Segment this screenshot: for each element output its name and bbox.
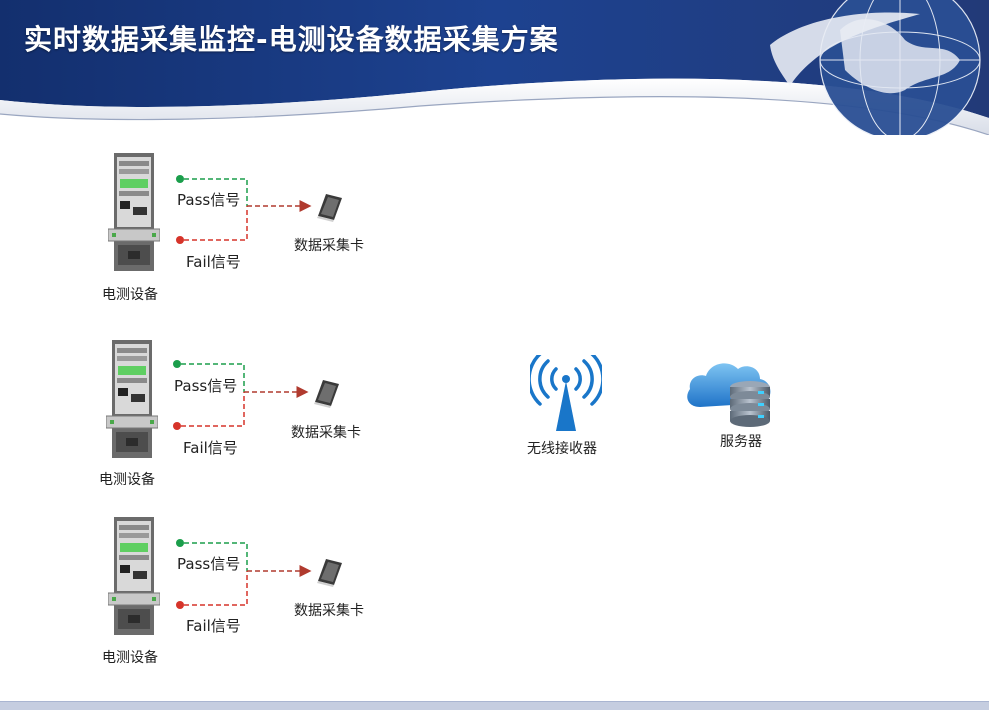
data-card-label: 数据采集卡 xyxy=(294,238,364,254)
fail-signal-label: Fail信号 xyxy=(183,439,238,457)
group-3-lines xyxy=(176,539,312,609)
header-banner xyxy=(0,0,989,135)
data-acquisition-card-icon xyxy=(314,380,339,408)
test-equipment-icon xyxy=(108,153,160,271)
fail-indicator xyxy=(176,236,184,244)
footer-bar xyxy=(0,701,989,710)
data-acquisition-card-icon xyxy=(317,559,342,587)
equipment-label: 电测设备 xyxy=(102,287,158,303)
test-equipment-icon xyxy=(106,340,158,458)
pass-indicator xyxy=(176,539,184,547)
data-acquisition-card-icon xyxy=(317,194,342,222)
wireless-antenna-icon xyxy=(530,355,602,431)
fail-signal-label: Fail信号 xyxy=(186,253,241,271)
fail-indicator xyxy=(176,601,184,609)
page-title: 实时数据采集监控-电测设备数据采集方案 xyxy=(24,23,559,56)
fail-indicator xyxy=(173,422,181,430)
server-label: 服务器 xyxy=(720,434,762,450)
fail-signal-label: Fail信号 xyxy=(186,617,241,635)
equipment-label: 电测设备 xyxy=(102,650,158,666)
data-card-label: 数据采集卡 xyxy=(291,425,361,441)
wireless-receiver-label: 无线接收器 xyxy=(527,441,597,457)
pass-signal-label: Pass信号 xyxy=(177,555,241,573)
globe-icon xyxy=(770,0,981,135)
pass-indicator xyxy=(176,175,184,183)
equipment-label: 电测设备 xyxy=(99,472,155,488)
test-equipment-icon xyxy=(108,517,160,635)
pass-signal-label: Pass信号 xyxy=(177,191,241,209)
data-card-label: 数据采集卡 xyxy=(294,603,364,619)
pass-indicator xyxy=(173,360,181,368)
pass-signal-label: Pass信号 xyxy=(174,377,238,395)
cloud-server-icon xyxy=(687,363,771,427)
